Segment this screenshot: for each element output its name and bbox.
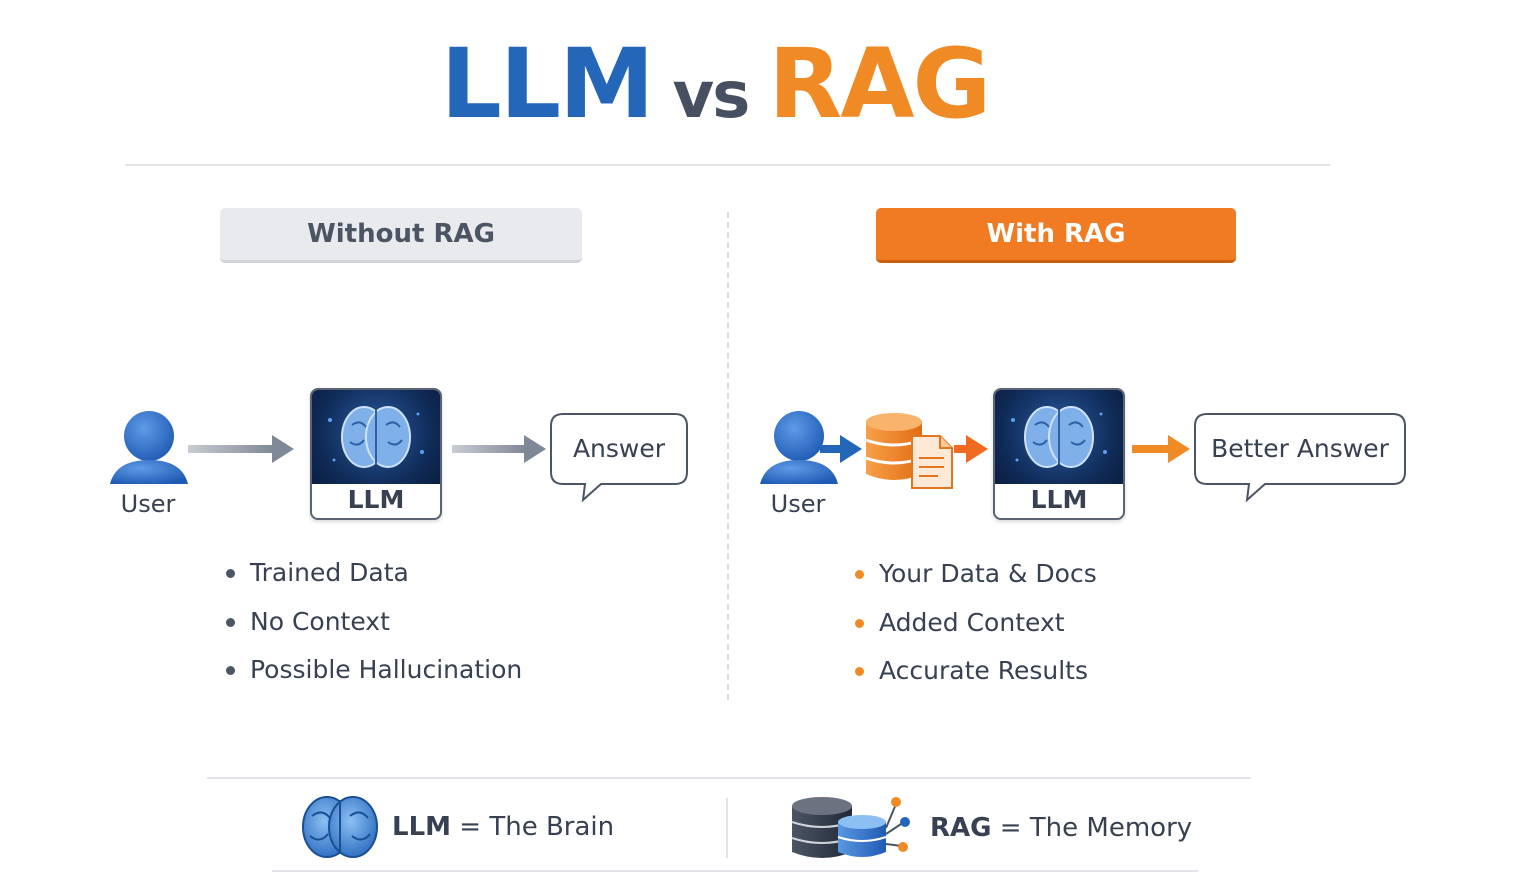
center-divider: [727, 212, 729, 700]
arrow-right-icon: [1132, 435, 1190, 463]
legend-rag-desc: = The Memory: [999, 813, 1193, 843]
legend-llm-desc: = The Brain: [459, 812, 615, 842]
brain-icon: [328, 406, 424, 468]
legend-bottom-divider: [272, 870, 1198, 872]
left-llm-label: LLM: [347, 485, 405, 514]
legend-rag-key: RAG: [930, 813, 992, 843]
list-item: Trained Data: [226, 549, 522, 598]
title-rag: RAG: [768, 28, 991, 140]
speech-bubble-icon: [1194, 413, 1406, 503]
top-divider: [125, 164, 1330, 166]
list-item: Possible Hallucination: [226, 646, 522, 695]
speech-bubble-icon: [550, 413, 688, 503]
left-user-label: User: [120, 490, 176, 518]
brain-icon: [302, 796, 378, 858]
left-answer: Answer: [572, 434, 666, 463]
with-rag-header: With RAG: [876, 208, 1236, 263]
arrow-right-icon: [188, 435, 294, 463]
title-vs: vs: [672, 59, 751, 133]
without-rag-header: Without RAG: [220, 208, 582, 263]
right-user-label: User: [770, 490, 826, 518]
document-icon: [911, 435, 953, 489]
legend-top-divider: [207, 777, 1251, 779]
arrow-right-icon: [820, 435, 862, 463]
arrow-right-icon: [452, 435, 546, 463]
list-item: No Context: [226, 598, 522, 647]
right-llm-box: LLM: [993, 388, 1125, 520]
title-llm: LLM: [440, 28, 655, 140]
legend-center-divider: [726, 798, 728, 858]
brain-icon: [1011, 406, 1107, 468]
list-item: Added Context: [855, 599, 1097, 648]
list-item: Accurate Results: [855, 647, 1097, 696]
list-item: Your Data & Docs: [855, 550, 1097, 599]
legend-rag: RAG = The Memory: [930, 813, 1192, 843]
database-icon: [865, 413, 953, 489]
left-bullet-list: Trained Data No Context Possible Halluci…: [226, 549, 522, 695]
user-icon: [110, 411, 188, 484]
right-answer: Better Answer: [1211, 434, 1389, 463]
network-database-icon: [791, 797, 910, 858]
right-bullet-list: Your Data & Docs Added Context Accurate …: [855, 550, 1097, 696]
legend-llm-key: LLM: [392, 812, 452, 842]
legend-llm: LLM = The Brain: [392, 812, 614, 842]
right-llm-label: LLM: [1030, 485, 1088, 514]
left-llm-box: LLM: [310, 388, 442, 520]
arrow-right-icon: [954, 435, 988, 463]
user-icon: [760, 411, 838, 484]
